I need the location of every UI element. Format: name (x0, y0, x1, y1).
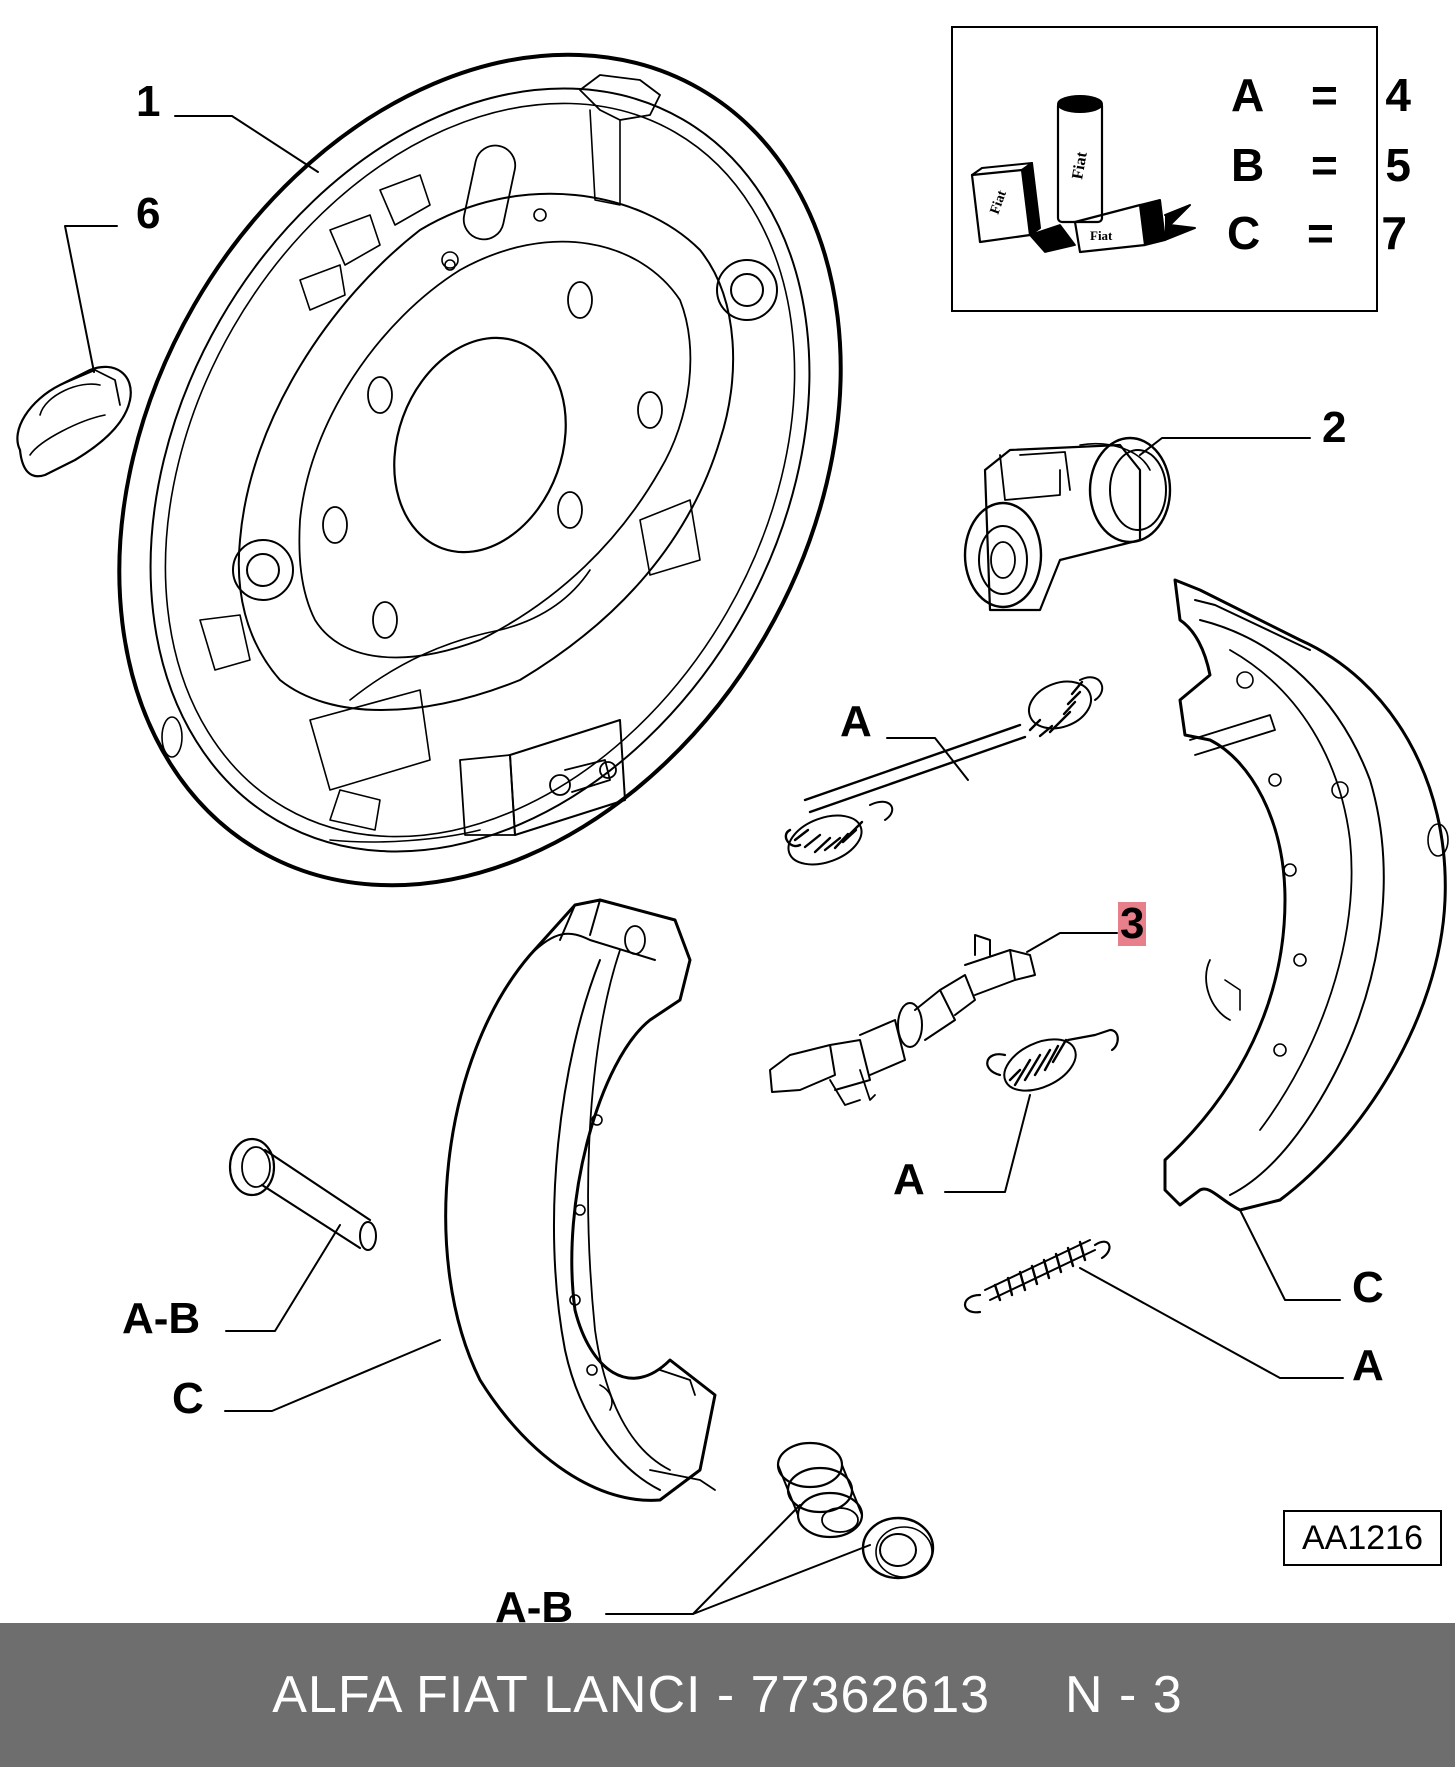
backing-plate (117, 52, 843, 888)
footer-band (0, 1623, 1455, 1767)
callout-3[interactable]: 3 (1118, 899, 1147, 948)
legend-key: B (1231, 139, 1265, 191)
callout-ab-left[interactable]: A-B (122, 1294, 201, 1343)
callout-a-top[interactable]: A (840, 697, 872, 746)
lower-spring (963, 1239, 1111, 1314)
spring-washer (861, 1516, 935, 1580)
quantity-legend: A = 4 B = 5 C = 7 (951, 26, 1411, 312)
adjuster-strut (769, 934, 1036, 1106)
callout-ab-bottom[interactable]: A-B (495, 1583, 574, 1632)
legend-value: 4 (1385, 69, 1411, 121)
wheel-cylinder (963, 436, 1172, 612)
callout-a-mid[interactable]: A (893, 1155, 925, 1204)
middle-spring (986, 1028, 1119, 1092)
legend-eq: = (1307, 207, 1334, 259)
callout-2[interactable]: 2 (1322, 403, 1347, 452)
rubber-plug (16, 365, 132, 478)
upper-return-spring (784, 676, 1104, 866)
legend-eq: = (1311, 69, 1338, 121)
diagram-code: AA1216 (1283, 1510, 1442, 1566)
callout-a-bottom[interactable]: A (1352, 1341, 1384, 1390)
pictogram-text-3: Fiat (1090, 228, 1113, 243)
hold-down-pin (228, 1137, 377, 1251)
legend-key: A (1231, 69, 1265, 121)
legend-eq: = (1311, 139, 1338, 191)
legend-row-b: B = 5 (1231, 138, 1411, 192)
hold-down-spring (776, 1441, 864, 1539)
legend-value: 7 (1381, 207, 1407, 259)
legend-value: 5 (1385, 139, 1411, 191)
footer-position: N - 3 (1065, 1666, 1183, 1724)
callout-c-left[interactable]: C (172, 1374, 204, 1423)
pictogram-text-2: Fiat (1069, 150, 1091, 181)
callout-6[interactable]: 6 (136, 189, 161, 238)
legend-key: C (1227, 207, 1261, 259)
callout-1[interactable]: 1 (136, 77, 161, 126)
legend-row-c: C = 7 (1227, 206, 1407, 260)
callout-c-right[interactable]: C (1352, 1263, 1384, 1312)
brake-shoe-right (1163, 578, 1449, 1212)
brake-shoe-left (444, 898, 717, 1502)
footer-brand-part: ALFA FIAT LANCI - 77362613 (272, 1666, 991, 1724)
fiat-parts-pictogram-icon: Fiat Fiat Fiat (970, 95, 1196, 254)
leader-lines (64, 115, 1344, 1615)
legend-row-a: A = 4 (1231, 68, 1411, 122)
footer: ALFA FIAT LANCI - 77362613 N - 3 (0, 1623, 1455, 1767)
